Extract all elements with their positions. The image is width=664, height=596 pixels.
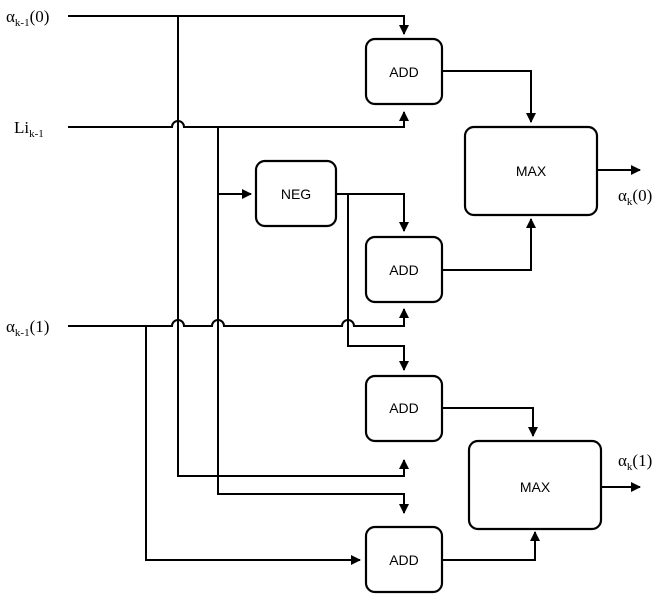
wire-add4-to-max-bottom xyxy=(442,531,540,561)
neg-block: NEG xyxy=(254,159,338,228)
wire-li-drop-to-add4 xyxy=(217,127,409,514)
add-block-1: ADD xyxy=(364,37,444,106)
max-label: MAX xyxy=(516,163,547,179)
neg-label: NEG xyxy=(281,186,311,202)
wires xyxy=(68,15,641,565)
input-label-alpha-prev-1: αk-1(1) xyxy=(6,317,49,339)
wire-alpha0-drop-to-add3 xyxy=(177,16,409,477)
wire-add2-to-max-top xyxy=(442,218,536,271)
wire-neg-to-add3 xyxy=(347,194,409,371)
wire-neg-to-add2 xyxy=(336,193,409,232)
input-label-li-prev: Lik-1 xyxy=(14,118,44,140)
wire-li-to-add1 xyxy=(68,111,409,128)
add-block-4: ADD xyxy=(364,525,444,594)
output-label-alpha-1: αk(1) xyxy=(618,451,652,473)
wire-alpha1-to-add2 xyxy=(68,308,409,327)
wire-add1-to-max-top xyxy=(442,70,536,123)
add-block-2: ADD xyxy=(364,235,444,304)
add-label: ADD xyxy=(389,400,419,416)
output-label-alpha-0: αk(0) xyxy=(618,186,652,208)
wire-add3-to-max-bottom xyxy=(442,407,538,437)
add-label: ADD xyxy=(389,552,419,568)
add-block-3: ADD xyxy=(364,374,444,443)
wire-alpha1-drop-to-add4 xyxy=(145,326,361,565)
input-label-alpha-prev-0: αk-1(0) xyxy=(6,7,49,29)
max-block-bottom: MAX xyxy=(467,439,603,531)
wire-alpha0-to-add1 xyxy=(68,15,409,35)
max-block-top: MAX xyxy=(463,125,599,217)
add-label: ADD xyxy=(389,262,419,278)
add-label: ADD xyxy=(389,64,419,80)
max-label: MAX xyxy=(520,479,551,495)
